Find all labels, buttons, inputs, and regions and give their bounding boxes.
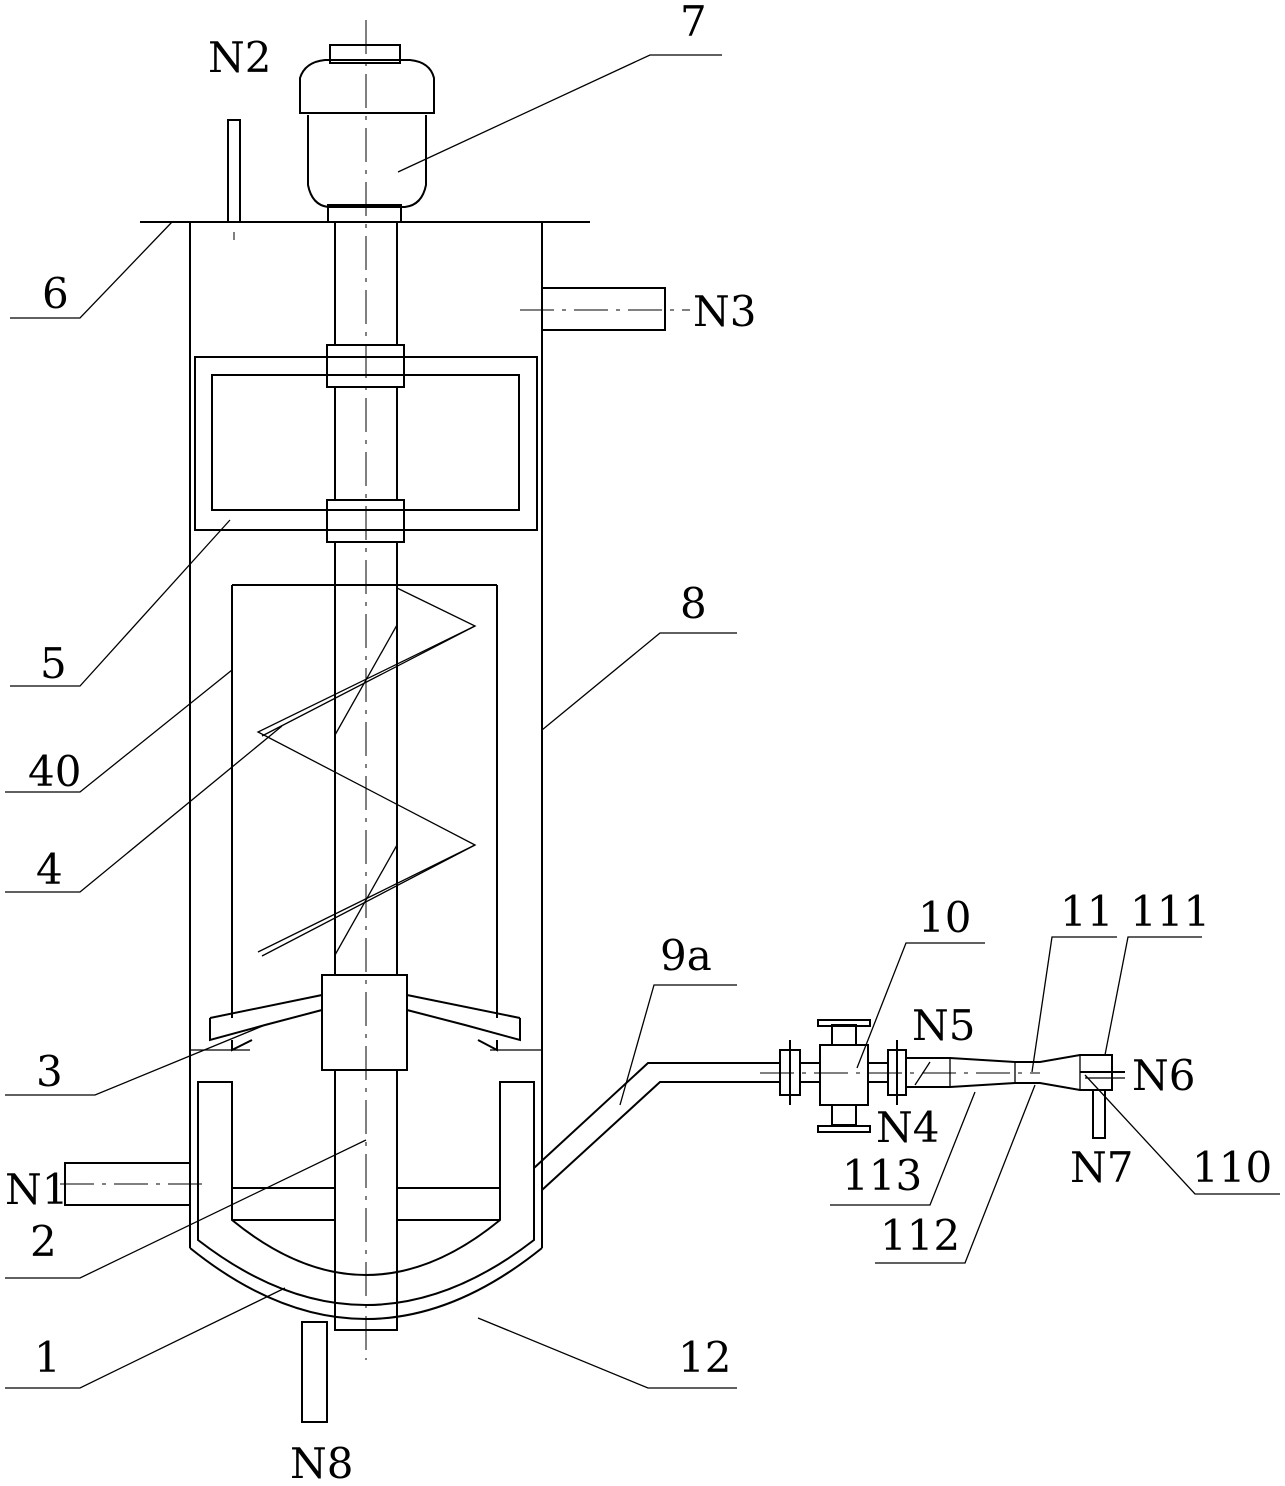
nozzle-n8 <box>301 1321 328 1423</box>
label-n4: N4 <box>876 1103 939 1152</box>
label-6: 6 <box>42 269 69 318</box>
frame-link-right <box>406 994 521 1019</box>
pipe-upper <box>533 1062 780 1169</box>
hub-bottom <box>321 974 408 1071</box>
label-12: 12 <box>678 1333 731 1382</box>
label-3: 3 <box>36 1047 63 1096</box>
leader-6 <box>10 221 173 319</box>
leader-11 <box>1031 936 1117 1073</box>
label-8: 8 <box>680 579 707 628</box>
nozzle-n2 <box>227 119 241 223</box>
nozzle-n7 <box>1092 1089 1106 1139</box>
shaft <box>321 221 408 1331</box>
label-n6: N6 <box>1132 1051 1195 1100</box>
leader-5 <box>10 519 231 687</box>
leader-111 <box>1104 936 1202 1056</box>
leader-1 <box>5 1287 286 1389</box>
discharge-pipe <box>533 1040 801 1191</box>
bracket-left <box>209 1009 323 1042</box>
label-n8: N8 <box>290 1439 353 1486</box>
frame-link-left <box>209 994 323 1019</box>
u-jacket <box>197 1081 535 1306</box>
leader-8 <box>541 632 737 731</box>
leader-3 <box>5 1024 266 1096</box>
label-n1: N1 <box>5 1165 68 1214</box>
leader-7 <box>397 54 722 173</box>
motor <box>299 44 435 223</box>
labels: N2 7 6 N3 8 5 40 4 3 N1 2 1 N8 12 9a 10 … <box>5 0 1272 1486</box>
label-7: 7 <box>680 0 707 46</box>
nozzle-n3 <box>541 287 666 331</box>
label-1: 1 <box>34 1333 61 1382</box>
label-n3: N3 <box>693 287 756 336</box>
leader-2 <box>5 1139 367 1279</box>
motor-body <box>307 115 427 208</box>
label-4: 4 <box>36 845 63 894</box>
u-jacket-body <box>197 1081 535 1306</box>
label-111: 111 <box>1130 887 1210 936</box>
nozzles <box>64 119 666 1423</box>
label-10: 10 <box>918 893 971 942</box>
leader-9a <box>619 984 737 1106</box>
label-n5: N5 <box>912 1001 975 1050</box>
helix-edge-1 <box>261 625 476 737</box>
motor-base <box>327 204 402 223</box>
center-lines <box>60 20 1040 1360</box>
label-112: 112 <box>880 1211 960 1260</box>
helix-front <box>256 587 477 953</box>
label-40: 40 <box>28 747 81 796</box>
leader-113 <box>830 1091 976 1206</box>
leader-4 <box>5 725 283 893</box>
leaders <box>5 54 1280 1389</box>
label-110: 110 <box>1192 1143 1272 1192</box>
valve-body <box>819 1044 869 1106</box>
label-113: 113 <box>842 1151 922 1200</box>
label-n2: N2 <box>208 33 271 82</box>
valve-stem-top <box>831 1024 857 1046</box>
pipe-lower <box>541 1081 780 1191</box>
leader-12 <box>477 1317 737 1389</box>
label-2: 2 <box>30 1217 57 1266</box>
leader-40 <box>5 669 233 793</box>
label-n7: N7 <box>1070 1143 1133 1192</box>
label-5: 5 <box>40 639 67 688</box>
screw-frame <box>209 584 521 1052</box>
bracket-right <box>406 1009 521 1042</box>
leader-10 <box>856 942 985 1069</box>
bracket-foot-right <box>477 1039 498 1052</box>
label-9a: 9a <box>660 931 712 980</box>
valve-handle-top <box>817 1019 871 1027</box>
leader-110 <box>1084 1074 1280 1195</box>
motor-cap <box>329 44 401 64</box>
valve-handle-bottom <box>817 1125 871 1133</box>
bracket-foot-left <box>231 1039 253 1052</box>
motor-head <box>299 59 435 114</box>
ejector <box>906 1054 1125 1139</box>
label-11: 11 <box>1060 887 1113 936</box>
valve-stem-bottom <box>831 1104 857 1126</box>
leader-112 <box>875 1084 1036 1264</box>
helix-edge-2 <box>261 844 476 957</box>
